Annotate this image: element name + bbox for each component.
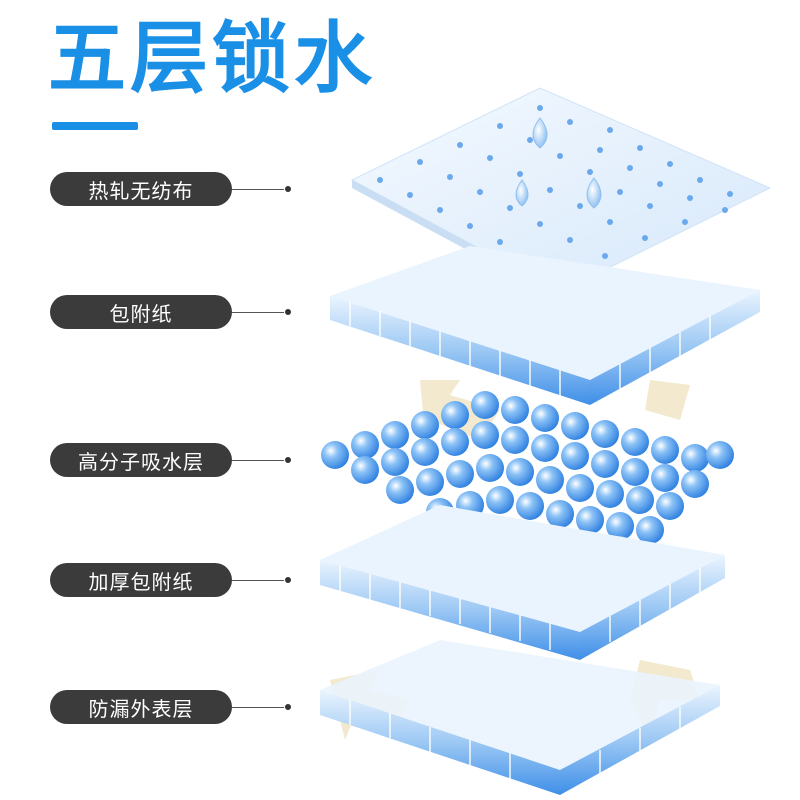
label-layer-3: 高分子吸水层 bbox=[50, 443, 232, 477]
label-layer-4: 加厚包附纸 bbox=[50, 563, 232, 597]
leader-line-5 bbox=[232, 707, 284, 708]
leader-line-4 bbox=[232, 580, 284, 581]
leader-dot-1 bbox=[285, 186, 291, 192]
title-underline bbox=[52, 122, 138, 130]
page-title: 五层锁水 bbox=[48, 14, 377, 104]
layer-5-leakproof-backsheet bbox=[320, 640, 720, 795]
layer-4-thick-wrap-paper bbox=[320, 505, 725, 660]
layer-3-polymer-beads bbox=[321, 391, 734, 564]
label-layer-2: 包附纸 bbox=[50, 295, 232, 329]
sheet-dots bbox=[377, 105, 733, 275]
leader-line-2 bbox=[232, 312, 284, 313]
leader-dot-5 bbox=[285, 704, 291, 710]
leader-line-3 bbox=[232, 460, 284, 461]
leader-dot-4 bbox=[285, 577, 291, 583]
leader-dot-2 bbox=[285, 309, 291, 315]
leader-dot-3 bbox=[285, 457, 291, 463]
leader-line-1 bbox=[232, 189, 284, 190]
label-layer-5: 防漏外表层 bbox=[50, 690, 232, 724]
layer-2-wrap-paper bbox=[330, 246, 760, 405]
water-drop-icons bbox=[515, 117, 602, 209]
label-layer-1: 热轧无纺布 bbox=[50, 172, 232, 206]
